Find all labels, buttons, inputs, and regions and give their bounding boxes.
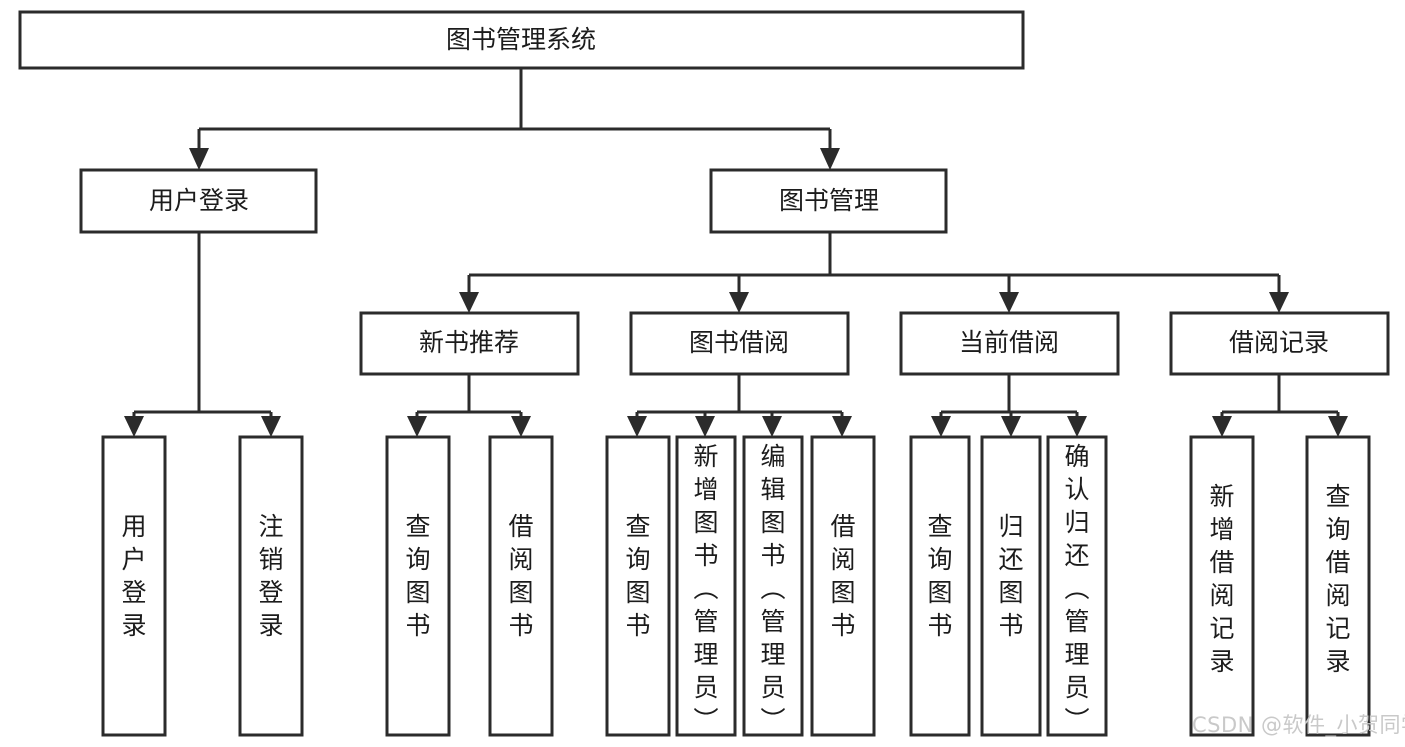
arrow-head-leaf-borrow-record-0	[1212, 416, 1232, 437]
arrow-head-leaf-book-borrow-2	[762, 416, 782, 437]
leaf-node[interactable]: 编辑图书︵管理员︶	[742, 435, 804, 737]
leaf-br-add-label: 新增借阅记录	[1209, 482, 1234, 676]
node-current-borrow-label: 当前借阅	[959, 328, 1059, 357]
node-book-borrow-rect[interactable]	[629, 311, 850, 376]
node-borrow-record-label: 借阅记录	[1229, 328, 1329, 357]
connector-group-user-login	[124, 232, 281, 437]
arrow-head-leaf-current-borrow-2	[1067, 416, 1087, 437]
csdn-watermark: CSDN @软件_小贺同学	[1192, 713, 1405, 737]
node-current-borrow-rect[interactable]	[899, 311, 1120, 376]
arrow-head-leaf-book-borrow-0	[627, 416, 647, 437]
leaf-nbr-query-rect[interactable]	[385, 435, 451, 737]
node-user-login-label: 用户登录	[149, 186, 249, 215]
leaf-node[interactable]: 注销登录	[238, 435, 304, 737]
node-new-book-recommend-label: 新书推荐	[419, 328, 519, 357]
node-book-borrow[interactable]: 图书借阅	[629, 311, 850, 376]
arrow-head-leaf-user-login-0	[124, 416, 144, 437]
node-book-management-label: 图书管理	[779, 186, 879, 215]
node-new-book-recommend-rect[interactable]	[359, 311, 580, 376]
arrow-head-current-borrow	[999, 292, 1019, 313]
leaf-node[interactable]: 归还图书	[980, 435, 1042, 737]
node-root[interactable]: 图书管理系统	[18, 10, 1025, 70]
node-root-label: 图书管理系统	[446, 25, 596, 54]
node-book-management-rect[interactable]	[709, 168, 948, 234]
arrow-head-book-borrow	[729, 292, 749, 313]
arrow-head-book-mgmt	[820, 148, 840, 170]
leaf-cb-confirm-label: 确认归还︵管理员︶	[1064, 442, 1089, 735]
leaf-cb-query-label: 查询图书	[927, 512, 952, 640]
arrow-head-new-book-recommend	[459, 292, 479, 313]
leaf-logout-rect[interactable]	[238, 435, 304, 737]
leaf-br-add-rect[interactable]	[1189, 435, 1255, 737]
leaf-nbr-borrow-rect[interactable]	[488, 435, 554, 737]
connector-group-root	[189, 68, 840, 170]
node-new-book-recommend[interactable]: 新书推荐	[359, 311, 580, 376]
leaf-bb-query-label: 查询图书	[625, 512, 650, 640]
arrow-head-leaf-book-borrow-1	[695, 416, 715, 437]
arrow-head-leaf-book-borrow-3	[832, 416, 852, 437]
leaf-br-query-label: 查询借阅记录	[1325, 482, 1350, 676]
leaf-cb-confirm-rect[interactable]	[1046, 435, 1108, 737]
arrow-head-user-login	[189, 148, 209, 170]
leaf-node[interactable]: 借阅图书	[488, 435, 554, 737]
connector-group-current-borrow	[931, 374, 1087, 437]
leaf-cb-query-rect[interactable]	[909, 435, 971, 737]
arrow-head-leaf-new-book-0	[407, 416, 427, 437]
leaf-bb-edit-rect[interactable]	[742, 435, 804, 737]
leaf-bb-query-rect[interactable]	[605, 435, 671, 737]
node-user-login[interactable]: 用户登录	[79, 168, 318, 234]
node-book-borrow-label: 图书借阅	[689, 328, 789, 357]
leaf-node[interactable]: 用户登录	[101, 435, 167, 737]
leaf-user-login-rect[interactable]	[101, 435, 167, 737]
leaf-node[interactable]: 查询图书	[605, 435, 671, 737]
connector-group-book-mgmt	[459, 232, 1289, 313]
node-borrow-record-rect[interactable]	[1169, 311, 1390, 376]
leaf-cb-return-label: 归还图书	[998, 512, 1023, 640]
node-root-rect[interactable]	[18, 10, 1025, 70]
connector-group-new-book-recommend	[407, 374, 531, 437]
leaf-br-query-rect[interactable]	[1305, 435, 1371, 737]
leaf-nbr-borrow-label: 借阅图书	[508, 512, 533, 640]
leaf-node[interactable]: 新增图书︵管理员︶	[675, 435, 737, 737]
leaf-bb-add-rect[interactable]	[675, 435, 737, 737]
arrow-head-leaf-current-borrow-1	[1001, 416, 1021, 437]
node-borrow-record[interactable]: 借阅记录	[1169, 311, 1390, 376]
leaf-bb-borrow-rect[interactable]	[810, 435, 876, 737]
leaf-bb-edit-label: 编辑图书︵管理员︶	[760, 442, 785, 735]
node-current-borrow[interactable]: 当前借阅	[899, 311, 1120, 376]
leaf-bb-add-label: 新增图书︵管理员︶	[693, 442, 718, 735]
leaf-bb-borrow-label: 借阅图书	[830, 512, 855, 640]
leaf-user-login-label: 用户登录	[121, 512, 146, 640]
leaf-node[interactable]: 确认归还︵管理员︶	[1046, 435, 1108, 737]
leaf-node[interactable]: 查询图书	[385, 435, 451, 737]
node-book-management[interactable]: 图书管理	[709, 168, 948, 234]
connector-group-borrow-record	[1212, 374, 1348, 437]
leaf-cb-return-rect[interactable]	[980, 435, 1042, 737]
arrow-head-borrow-record	[1269, 292, 1289, 313]
leaf-nbr-query-label: 查询图书	[405, 512, 430, 640]
arrow-head-leaf-borrow-record-1	[1328, 416, 1348, 437]
leaf-node[interactable]: 查询借阅记录	[1305, 435, 1371, 737]
leaf-node[interactable]: 查询图书	[909, 435, 971, 737]
arrow-head-leaf-new-book-1	[511, 416, 531, 437]
arrow-head-leaf-user-login-1	[261, 416, 281, 437]
connector-group-book-borrow	[627, 374, 852, 437]
node-user-login-rect[interactable]	[79, 168, 318, 234]
leaf-node[interactable]: 借阅图书	[810, 435, 876, 737]
arrow-head-leaf-current-borrow-0	[931, 416, 951, 437]
leaf-logout-label: 注销登录	[258, 512, 283, 640]
leaf-node[interactable]: 新增借阅记录	[1189, 435, 1255, 737]
